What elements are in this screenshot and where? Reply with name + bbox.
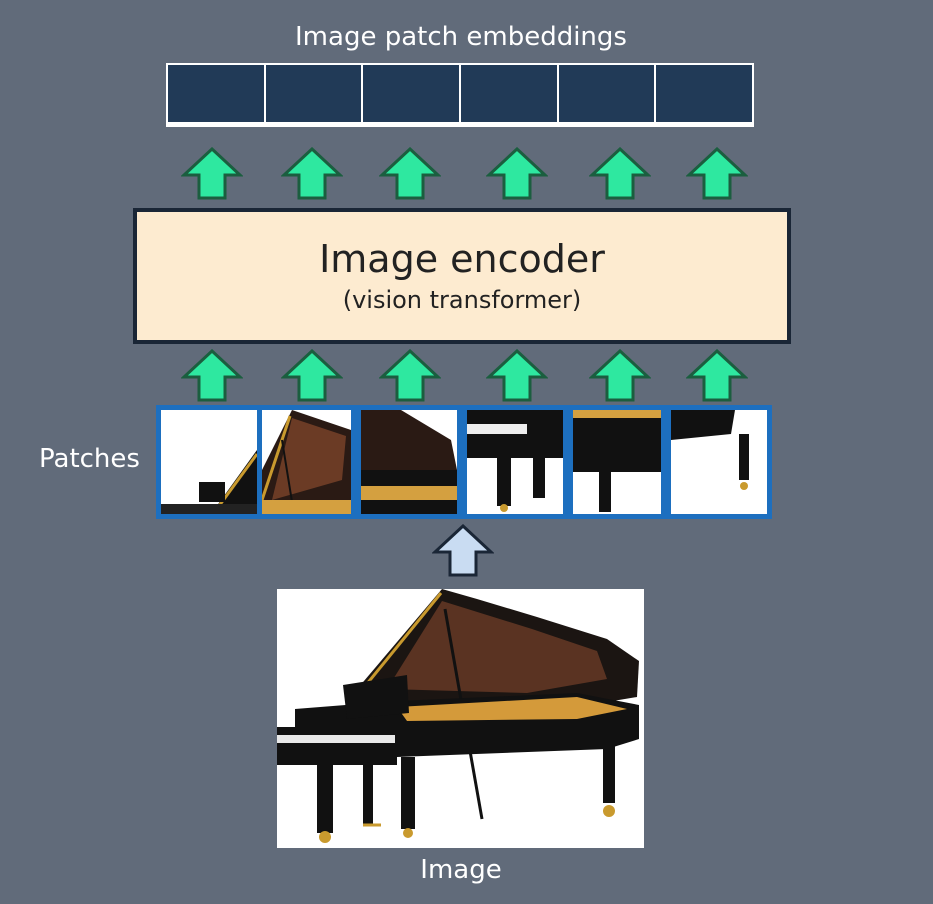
piano-crop-icon: [361, 410, 457, 514]
embeddings-title: Image patch embeddings: [295, 22, 627, 52]
up-arrow-icon: [686, 349, 748, 402]
up-arrow-icon: [486, 349, 548, 402]
encoder-subtitle: (vision transformer): [342, 285, 582, 314]
embedding-cell: [363, 65, 462, 122]
embedding-cell: [656, 65, 753, 122]
patches-label: Patches: [39, 444, 140, 474]
image-patch: [257, 405, 356, 519]
image-patch: [356, 405, 462, 519]
embedding-cell: [265, 65, 364, 122]
up-arrow-icon: [589, 349, 651, 402]
up-arrow-icon: [181, 349, 243, 402]
piano-crop-icon: [161, 410, 257, 514]
up-arrow-icon: [281, 349, 343, 402]
image-patch: [462, 405, 568, 519]
grand-piano-icon: [277, 589, 644, 848]
patch-embeddings-row: [166, 63, 754, 127]
image-label: Image: [420, 855, 502, 885]
up-arrow-icon: [281, 147, 343, 200]
encoder-title: Image encoder: [319, 237, 605, 282]
embedding-cell: [558, 65, 657, 122]
image-encoder-box: Image encoder (vision transformer): [133, 208, 791, 344]
up-arrow-icon: [432, 524, 494, 577]
image-patch: [568, 405, 666, 519]
up-arrow-icon: [379, 147, 441, 200]
up-arrow-icon: [379, 349, 441, 402]
piano-crop-icon: [262, 410, 351, 514]
image-patch: [156, 405, 262, 519]
embedding-cell: [168, 65, 266, 122]
up-arrow-icon: [486, 147, 548, 200]
up-arrow-icon: [589, 147, 651, 200]
piano-crop-icon: [671, 410, 767, 514]
image-patch: [666, 405, 772, 519]
embedding-cell: [461, 65, 559, 122]
patch-strip: [156, 405, 772, 519]
piano-crop-icon: [573, 410, 661, 514]
up-arrow-icon: [181, 147, 243, 200]
piano-image: [277, 589, 644, 848]
up-arrow-icon: [686, 147, 748, 200]
piano-crop-icon: [467, 410, 563, 514]
